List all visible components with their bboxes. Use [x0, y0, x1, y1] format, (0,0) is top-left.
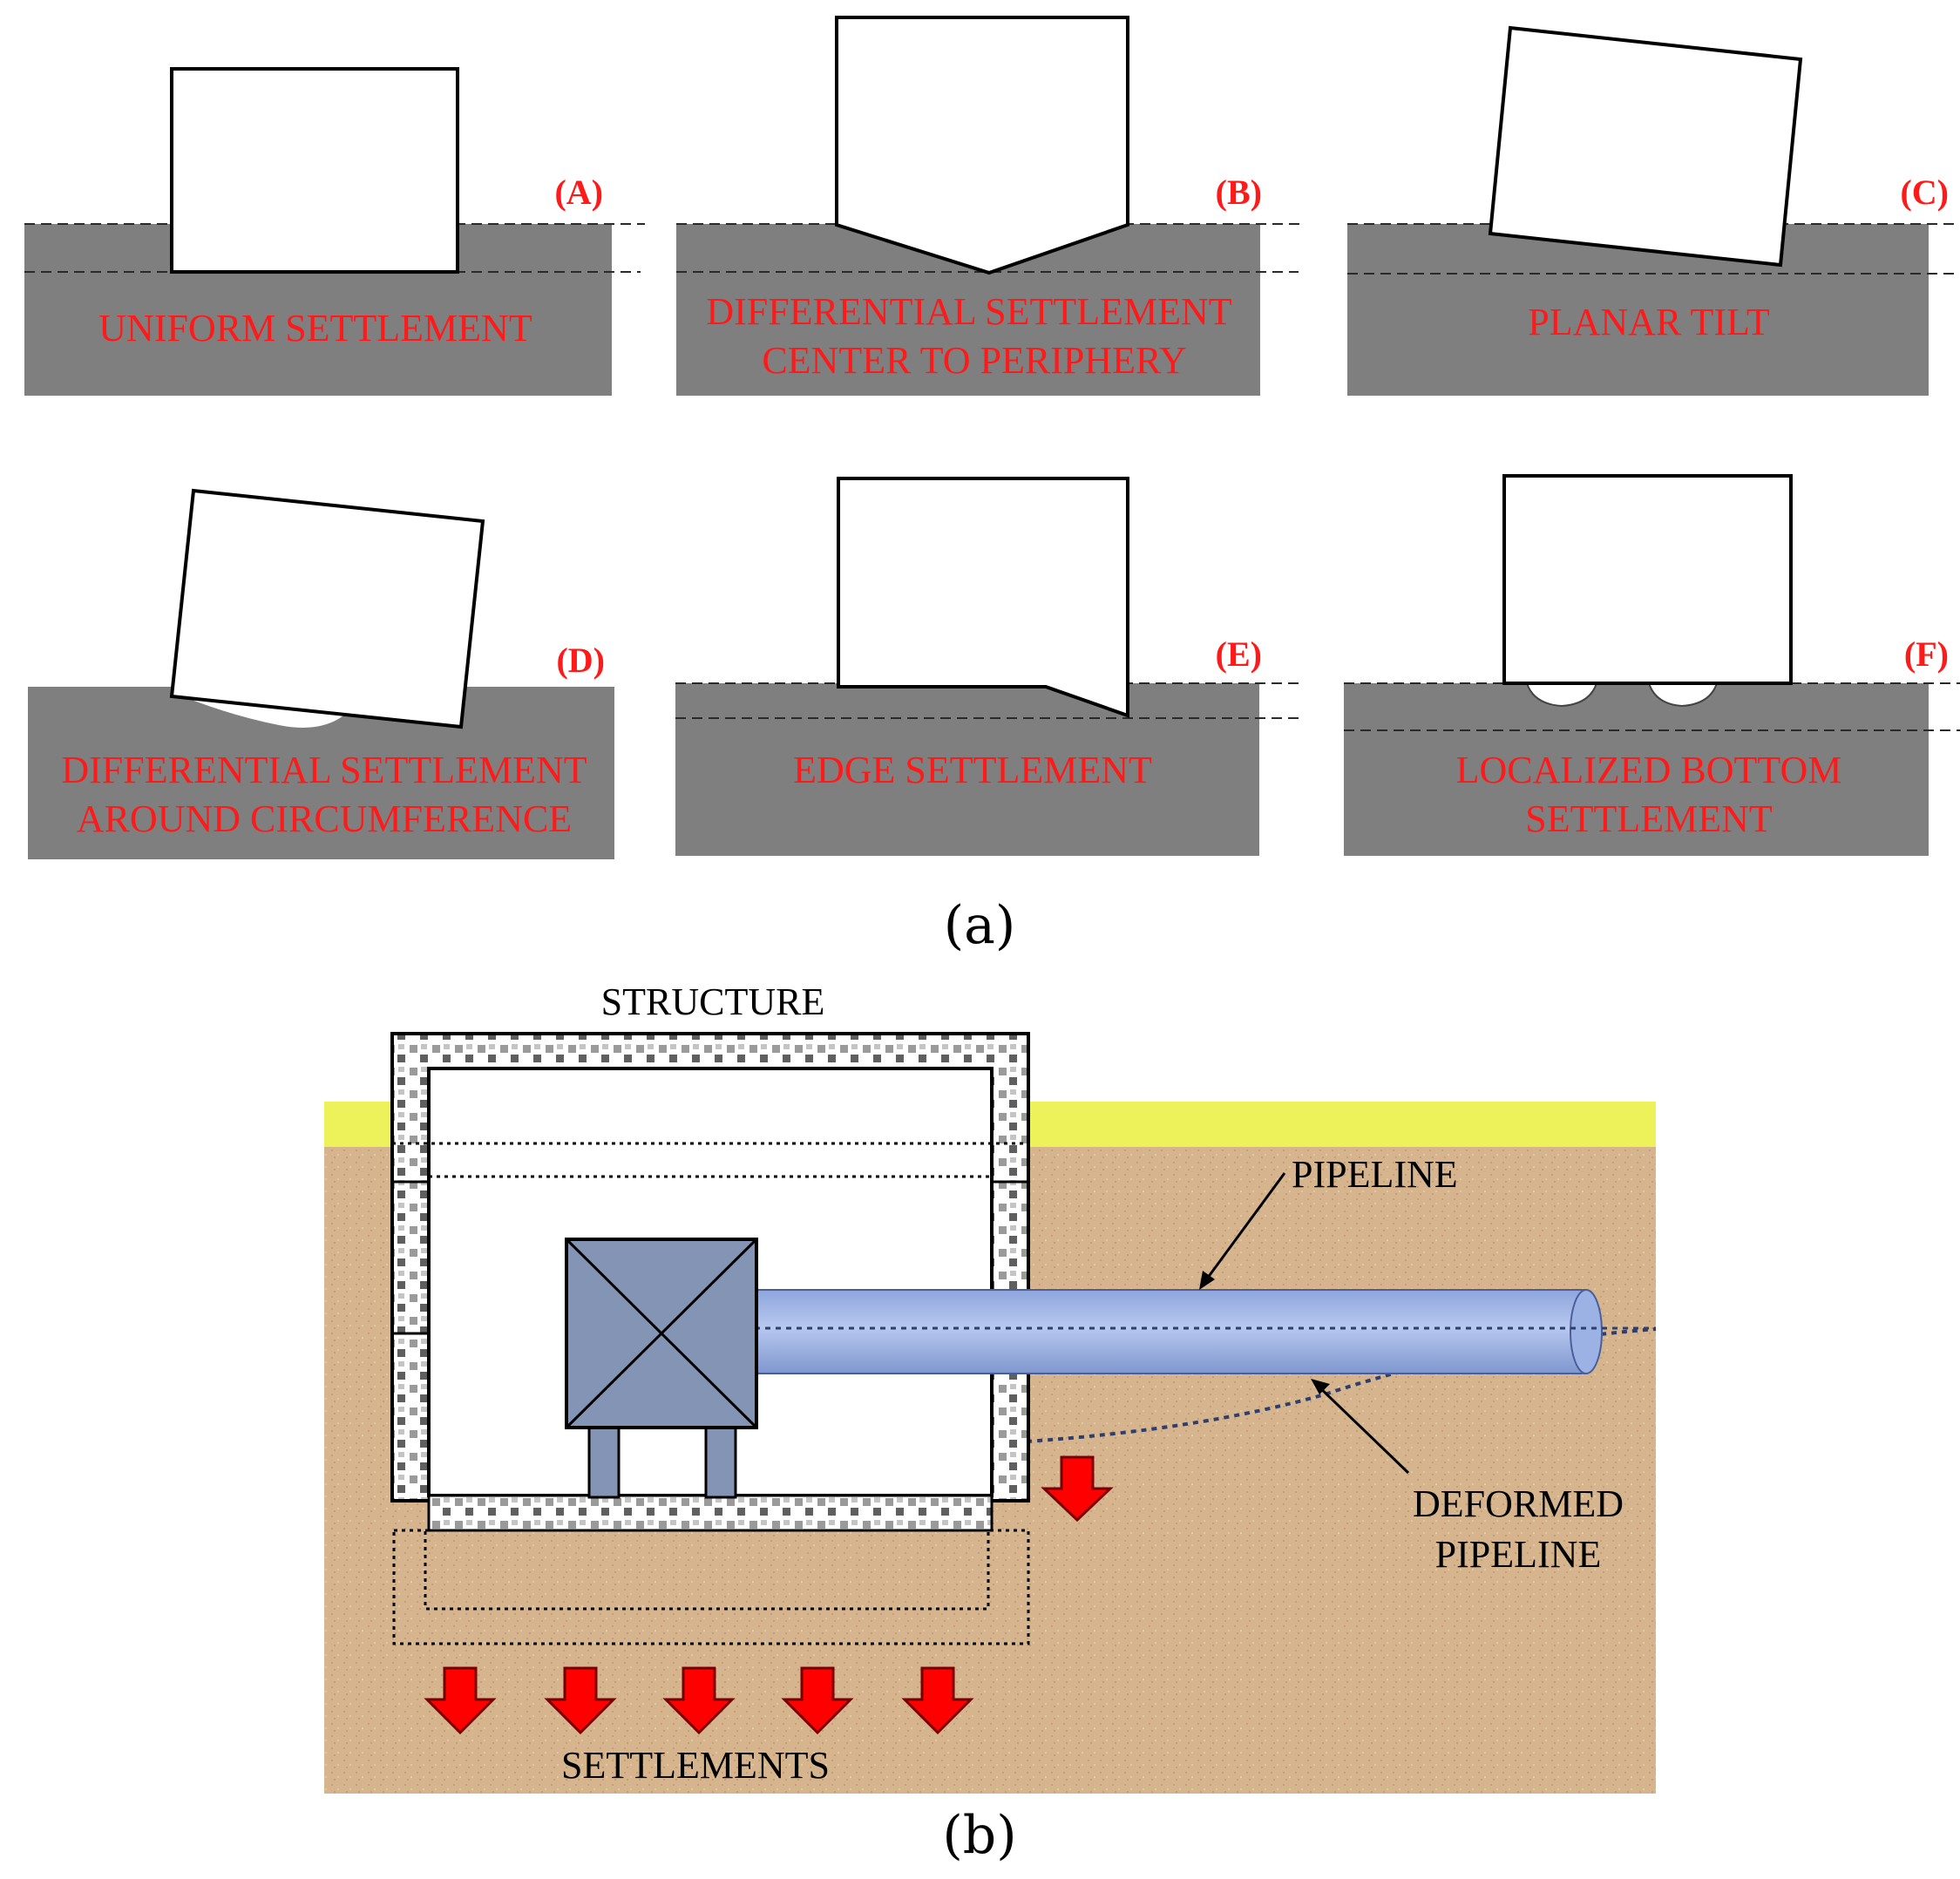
settlements-label: SETTLEMENTS	[561, 1744, 830, 1787]
case-label: EDGE SETTLEMENT	[793, 749, 1152, 791]
settlement-arrow	[662, 1666, 736, 1735]
pump-support-left	[587, 1426, 621, 1499]
case-label-line-2: CENTER TO PERIPHERY	[762, 339, 1186, 382]
settlement-arrow	[781, 1666, 854, 1735]
panel-b: STRUCTURE PIPELINE DEFORMED PIPELINE SET…	[324, 980, 1657, 1866]
panel-a-caption: (a)	[944, 895, 1016, 956]
settlement-arrow	[544, 1666, 617, 1735]
case-letter: (C)	[1900, 173, 1949, 212]
tank-outline	[1502, 474, 1793, 685]
case-letter: (D)	[556, 641, 605, 680]
case-label-line-1: DIFFERENTIAL SETTLEMENT	[706, 290, 1231, 333]
case-letter: (B)	[1216, 173, 1262, 212]
panel-b-caption: (b)	[942, 1805, 1016, 1866]
structure-floor	[427, 1494, 994, 1532]
pipeline-label: PIPELINE	[1292, 1153, 1458, 1196]
pipeline	[754, 1289, 1587, 1374]
tank-outline	[835, 16, 1129, 275]
case-label-line-1: LOCALIZED BOTTOM	[1456, 749, 1842, 791]
case-planar-tilt: (C) PLANAR TILT	[1347, 25, 1960, 396]
case-label: UNIFORM SETTLEMENT	[98, 307, 532, 349]
pipeline-end	[1570, 1289, 1603, 1374]
case-around-circumference: (D) DIFFERENTIAL SETTLEMENT AROUND CIRCU…	[28, 488, 614, 859]
structure-label: STRUCTURE	[601, 980, 825, 1023]
settlement-arrow	[424, 1666, 497, 1735]
local-depression-1	[1525, 682, 1598, 708]
case-edge-settlement: (E) EDGE SETTLEMENT	[675, 477, 1300, 856]
settlement-arrow	[901, 1666, 974, 1735]
pipeline-leader	[1201, 1172, 1286, 1285]
tank-outline	[1488, 25, 1803, 268]
deformed-pipeline-label-line-2: PIPELINE	[1435, 1533, 1602, 1576]
case-letter: (F)	[1904, 634, 1949, 674]
case-label: PLANAR TILT	[1528, 301, 1770, 343]
local-depression-2	[1647, 682, 1719, 708]
deformed-pipeline-label-line-1: DEFORMED	[1413, 1482, 1624, 1525]
case-label-line-2: AROUND CIRCUMFERENCE	[77, 797, 572, 840]
soil-block	[1347, 224, 1929, 396]
panel-a: (A) UNIFORM SETTLEMENT (B) DIFFERENTIAL …	[24, 16, 1960, 956]
case-localized-bottom: (F) LOCALIZED BOTTOM SETTLEMENT	[1344, 474, 1960, 856]
tank-outline	[170, 67, 459, 274]
tank-outline	[169, 488, 485, 729]
case-letter: (A)	[554, 173, 603, 212]
case-letter: (E)	[1216, 634, 1262, 674]
case-label-line-1: DIFFERENTIAL SETTLEMENT	[61, 749, 587, 791]
pump-cross-line	[565, 1238, 758, 1429]
deformed-leader-head	[1311, 1379, 1330, 1394]
case-center-to-periphery: (B) DIFFERENTIAL SETTLEMENT CENTER TO PE…	[676, 16, 1300, 396]
case-uniform-settlement: (A) UNIFORM SETTLEMENT	[24, 67, 645, 396]
settlement-arrows	[424, 1455, 1114, 1735]
settled-base-outline	[392, 1529, 1030, 1645]
pipeline-leader-head	[1199, 1271, 1215, 1290]
pump-support-right	[704, 1426, 737, 1499]
deformed-leader	[1312, 1380, 1410, 1475]
tank-outline	[837, 477, 1129, 718]
soil-block	[1344, 683, 1929, 856]
soil-block	[675, 683, 1259, 856]
case-label-line-2: SETTLEMENT	[1525, 797, 1773, 840]
settlement-arrow	[1041, 1455, 1114, 1523]
